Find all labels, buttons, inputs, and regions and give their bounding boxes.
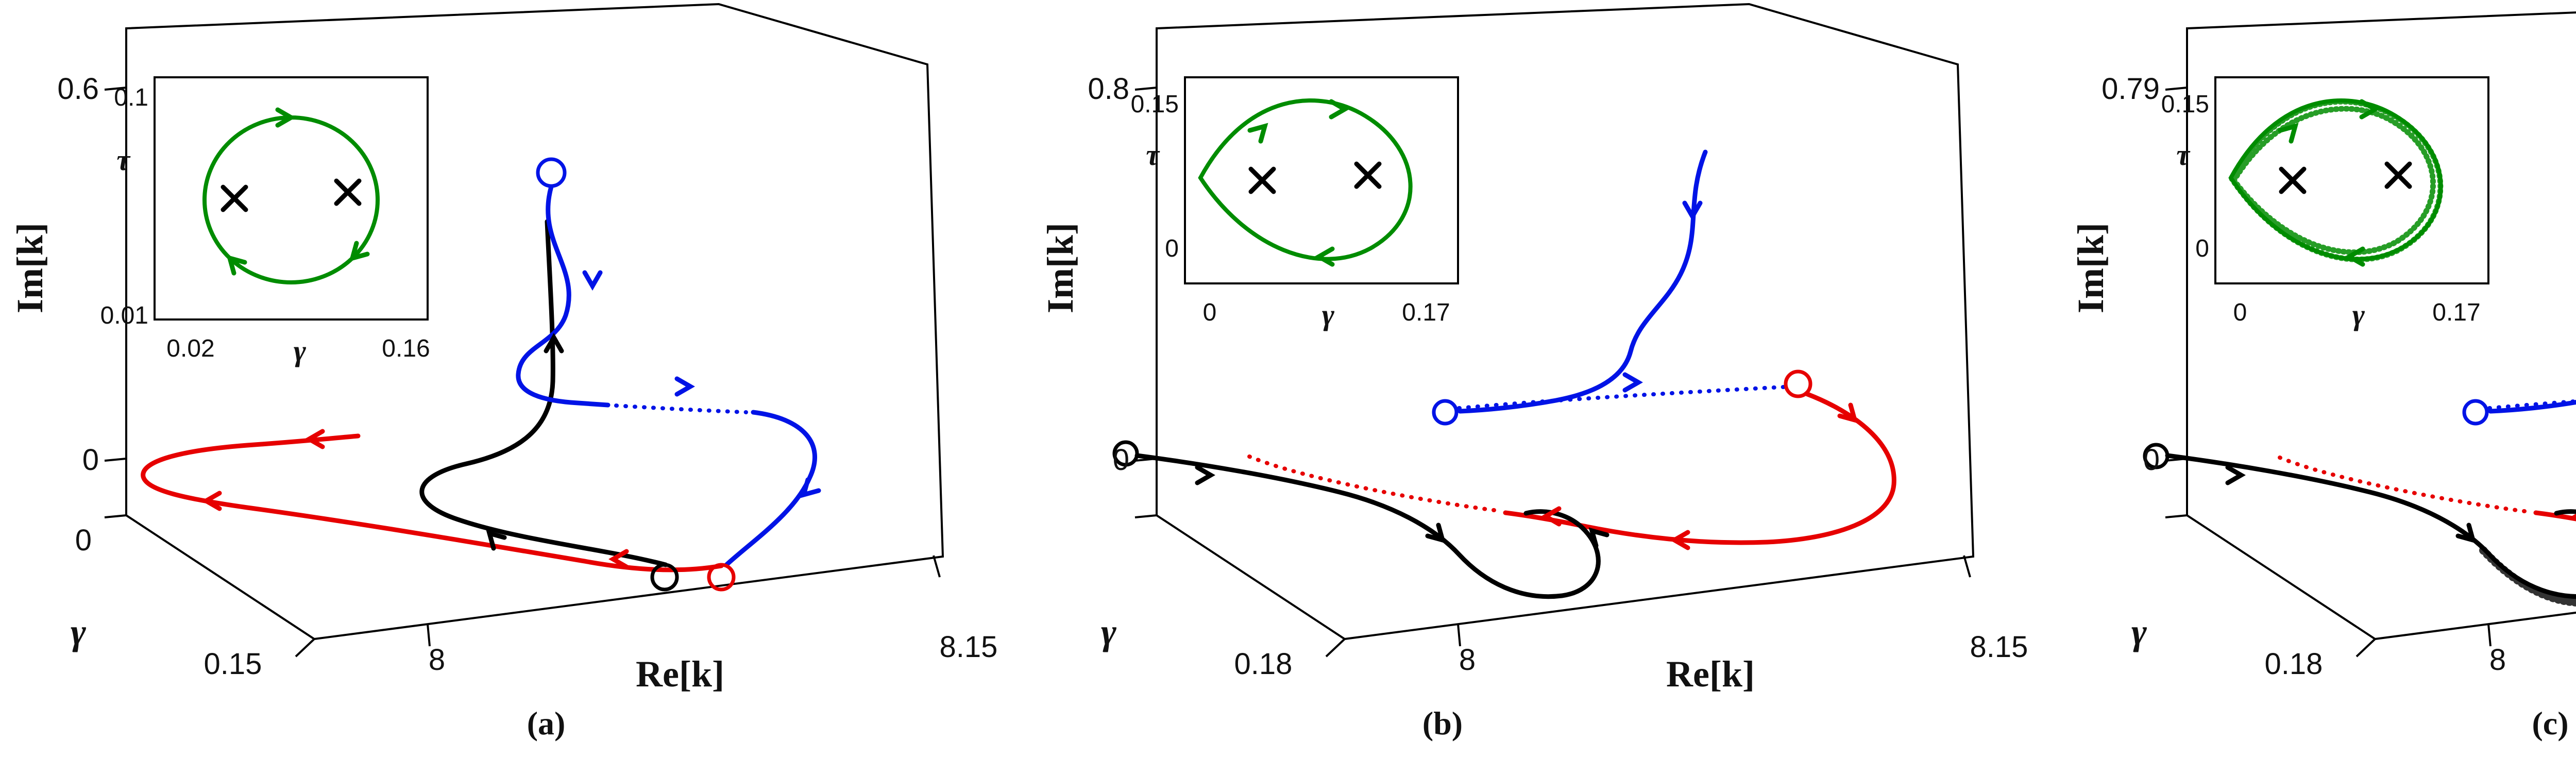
gamma-axis-label: γ xyxy=(2131,611,2147,652)
im-k-axis-label: Im[k] xyxy=(9,223,50,313)
axes-tick-marks xyxy=(2165,87,2492,658)
panel-letter: (a) xyxy=(527,705,566,742)
gamma-tick-max: 0.15 xyxy=(204,647,262,681)
axes-tick-marks xyxy=(104,87,941,658)
inset-loop-arrows-icon xyxy=(2278,99,2380,267)
inset-gamma-tick-max: 0.16 xyxy=(382,335,430,362)
trajectory-red-dotted xyxy=(1241,451,1496,512)
start-marker-black xyxy=(2143,443,2170,469)
inset-control-loop: 0.15 0 τ 0 0.17 γ xyxy=(1131,76,1459,331)
direction-arrows-black-icon xyxy=(1195,465,1609,548)
im-k-axis-label: Im[k] xyxy=(1040,223,1081,313)
inset-gamma-tick-min: 0.02 xyxy=(166,335,214,362)
start-marker-red xyxy=(707,563,736,592)
axes-tick-marks xyxy=(1134,87,1971,658)
trajectory-red xyxy=(2533,510,2576,522)
trajectory-black xyxy=(419,219,668,567)
start-marker-blue xyxy=(1432,399,1459,426)
trajectory-blue xyxy=(1458,149,1708,414)
re-k-tick-max: 8.15 xyxy=(940,630,998,664)
trajectory-black-noise xyxy=(2479,546,2576,607)
panel-b: 0.8 0 0.18 8 8.15 Im[k] Re[k] γ (b) 0.15… xyxy=(1030,0,2061,757)
trajectory-black xyxy=(1134,453,1601,599)
inset-control-loop: 0.1 0.01 τ 0.02 0.16 γ xyxy=(100,76,430,367)
panel-c-plot: 0.79 0 0.18 8 8.15 Im[k] Re[k] γ (c) 0.1… xyxy=(2070,11,2576,742)
inset-tau-axis-label: τ xyxy=(2176,138,2191,172)
inset-tau-tick-max: 0.1 xyxy=(114,84,148,111)
inset-gamma-tick-max: 0.17 xyxy=(1402,299,1450,326)
exceptional-point-markers-icon xyxy=(2279,161,2412,194)
direction-arrows-black-icon xyxy=(486,332,564,551)
gamma-axis-label: γ xyxy=(1101,611,1116,652)
start-marker-black xyxy=(1112,440,1139,467)
inset-tau-axis-label: τ xyxy=(1146,138,1160,172)
im-k-tick-zero: 0 xyxy=(2143,443,2160,477)
inset-tau-axis-label: τ xyxy=(116,143,131,177)
re-k-tick-max: 8.15 xyxy=(1970,630,2028,664)
exceptional-point-markers-icon xyxy=(221,178,362,212)
exceptional-point-markers-icon xyxy=(1248,161,1382,194)
trajectory-red xyxy=(141,433,724,573)
im-k-tick-max: 0.79 xyxy=(2102,72,2160,106)
trajectory-blue-dotted xyxy=(2487,399,2576,410)
panel-c: 0.79 0 0.18 8 8.15 Im[k] Re[k] γ (c) 0.1… xyxy=(2061,0,2576,757)
inset-gamma-axis-label: γ xyxy=(1322,298,1335,331)
re-k-tick-min: 8 xyxy=(429,643,445,677)
inset-gamma-tick-max: 0.17 xyxy=(2432,299,2480,326)
re-k-tick-min: 8 xyxy=(1459,643,1476,677)
inset-loop-curve xyxy=(1198,98,1413,261)
inset-tau-tick-max: 0.15 xyxy=(2161,91,2209,118)
inset-gamma-tick-min: 0 xyxy=(1203,299,1217,326)
gamma-tick-max: 0.18 xyxy=(1234,647,1293,681)
inset-tau-tick-min: 0 xyxy=(1165,235,1179,262)
inset-tau-tick-min: 0 xyxy=(2195,235,2209,262)
trajectory-blue-dotted xyxy=(1457,385,1786,410)
inset-frame xyxy=(1184,76,1459,284)
inset-loop-arrows-icon xyxy=(1247,99,1350,267)
start-marker-red xyxy=(1784,369,1812,398)
inset-gamma-axis-label: γ xyxy=(2352,298,2365,331)
trajectory-blue xyxy=(516,184,817,567)
im-k-tick-zero: 0 xyxy=(1113,443,1129,477)
re-k-axis-label: Re[k] xyxy=(636,653,724,695)
inset-loop-curve xyxy=(202,115,380,284)
inset-tau-tick-max: 0.15 xyxy=(1131,91,1179,118)
trajectory-blue-dotted xyxy=(614,403,748,414)
start-marker-blue xyxy=(2462,399,2489,426)
panel-b-plot: 0.8 0 0.18 8 8.15 Im[k] Re[k] γ (b) 0.15… xyxy=(1040,3,2028,742)
panel-a-plot: 0.6 0 0 0.15 8 8.15 Im[k] Re[k] γ (a) 0.… xyxy=(9,3,998,742)
inset-control-loop: 0.15 0 τ 0 0.17 γ xyxy=(2161,76,2489,331)
start-marker-black xyxy=(650,563,679,592)
panel-a: 0.6 0 0 0.15 8 8.15 Im[k] Re[k] γ (a) 0.… xyxy=(0,0,1030,757)
gamma-tick-zero: 0 xyxy=(75,524,92,557)
panel-letter: (c) xyxy=(2532,705,2568,742)
trajectory-red xyxy=(1503,391,1896,545)
im-k-tick-max: 0.8 xyxy=(1088,72,1129,106)
direction-arrows-blue-icon xyxy=(1622,200,1703,393)
inset-loop-curve xyxy=(2228,98,2443,261)
re-k-tick-min: 8 xyxy=(2489,643,2506,677)
direction-arrows-red-icon xyxy=(201,429,629,569)
panel-letter: (b) xyxy=(1422,705,1463,742)
inset-gamma-axis-label: γ xyxy=(294,334,307,367)
direction-arrows-red-icon xyxy=(1540,402,1858,550)
trajectory-red-dotted xyxy=(2271,452,2527,513)
trajectory-blue xyxy=(2488,399,2576,414)
inset-tau-tick-min: 0.01 xyxy=(100,302,148,329)
gamma-axis-label: γ xyxy=(71,611,86,652)
inset-loop-arrows-icon xyxy=(226,107,370,276)
im-k-axis-label: Im[k] xyxy=(2070,223,2111,313)
im-k-tick-zero: 0 xyxy=(82,443,99,477)
direction-arrows-black-icon xyxy=(2225,465,2477,544)
inset-gamma-tick-min: 0 xyxy=(2233,299,2247,326)
direction-arrows-blue-icon xyxy=(582,270,821,498)
start-marker-blue xyxy=(536,157,567,188)
re-k-axis-label: Re[k] xyxy=(1666,653,1755,695)
im-k-tick-max: 0.6 xyxy=(57,72,99,106)
gamma-tick-max: 0.18 xyxy=(2265,647,2323,681)
